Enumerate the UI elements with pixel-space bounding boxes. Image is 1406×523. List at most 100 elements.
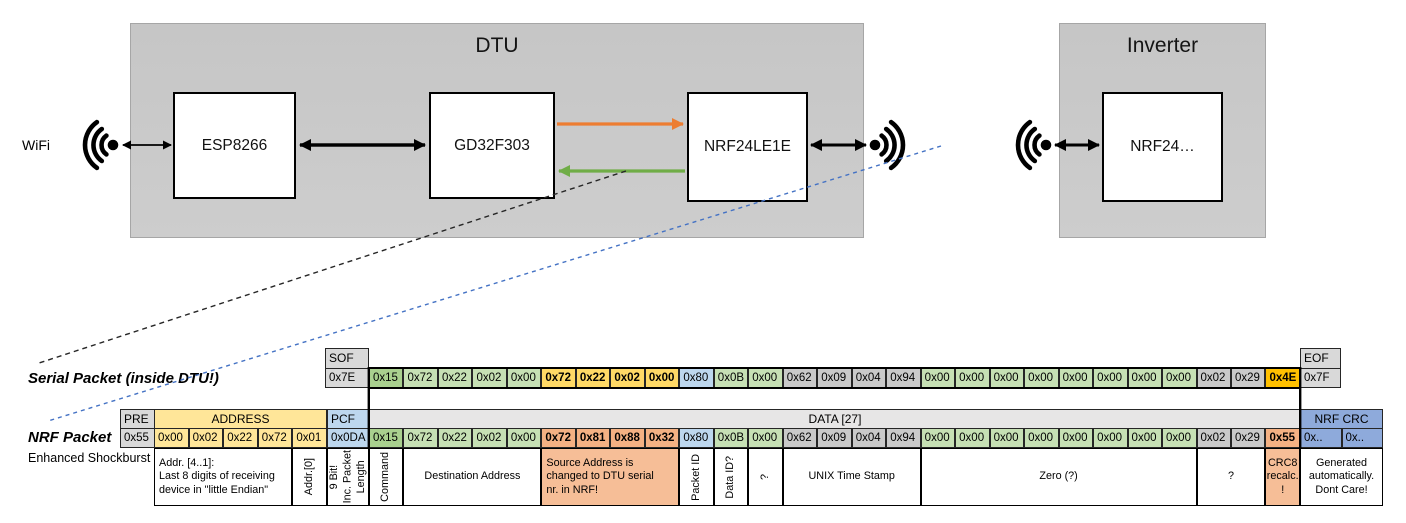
serial-byte-cell: 0x72 bbox=[541, 368, 576, 388]
nrf-data-byte-cell: 0x00 bbox=[989, 428, 1025, 448]
serial-byte-cell: 0x4E bbox=[1265, 368, 1300, 388]
field-annotation: ? bbox=[748, 448, 783, 506]
serial-byte-cell: 0x15 bbox=[369, 368, 404, 388]
serial-byte-cell: 0x00 bbox=[644, 368, 680, 388]
nrf-address-byte-cell: 0x00 bbox=[154, 428, 189, 448]
serial-byte-cell: 0x09 bbox=[817, 368, 852, 388]
nrf-address-byte-cell: 0x72 bbox=[257, 428, 293, 448]
nrf-address-byte-cell: 0x01 bbox=[292, 428, 327, 448]
nrf-address-byte-cell: 0x02 bbox=[188, 428, 224, 448]
nrf-data-byte-cell: 0x94 bbox=[886, 428, 921, 448]
serial-byte-cell: 0x00 bbox=[989, 368, 1025, 388]
nrf-data-byte-cell: 0x72 bbox=[541, 428, 576, 448]
nrf-data-byte-cell: 0x29 bbox=[1231, 428, 1266, 448]
pcf-header: PCF bbox=[327, 409, 369, 429]
nrf-data-byte-cell: 0x00 bbox=[1058, 428, 1094, 448]
nrf-data-byte-cell: 0x00 bbox=[1024, 428, 1059, 448]
nrf-data-byte-cell: 0x00 bbox=[748, 428, 783, 448]
nrf-data-byte-cell: 0x00 bbox=[1127, 428, 1163, 448]
nrf-data-byte-cell: 0x32 bbox=[644, 428, 680, 448]
serial-byte-cell: 0x02 bbox=[1196, 368, 1231, 388]
serial-byte-cell: 0x72 bbox=[403, 368, 438, 388]
nrf-address-byte-cell: 0x22 bbox=[223, 428, 258, 448]
dtu-title: DTU bbox=[475, 34, 519, 57]
serial-byte-cell: 0x62 bbox=[782, 368, 818, 388]
field-annotation: UNIX Time Stamp bbox=[782, 448, 921, 506]
nrf-data-byte-cell: 0x72 bbox=[403, 428, 438, 448]
sof-header: SOF bbox=[325, 348, 369, 369]
serial-byte-cell: 0x02 bbox=[610, 368, 645, 388]
eof-byte: 0x7F bbox=[1300, 368, 1341, 388]
inverter-title: Inverter bbox=[1126, 34, 1199, 57]
field-annotation: Destination Address bbox=[403, 448, 542, 506]
nrf-crc-byte-cell: 0x.. bbox=[1341, 428, 1383, 448]
pcf-byte: 0x0DA bbox=[327, 428, 369, 448]
field-annotation: Addr. [4..1]: Last 8 digits of receiving… bbox=[154, 448, 293, 506]
serial-byte-cell: 0x00 bbox=[1058, 368, 1094, 388]
serial-byte-cell: 0x80 bbox=[679, 368, 714, 388]
serial-byte-cell: 0x02 bbox=[472, 368, 507, 388]
wifi-label: WiFi bbox=[22, 137, 50, 153]
nrf-data-byte-cell: 0x88 bbox=[610, 428, 645, 448]
field-annotation: Data ID? bbox=[713, 448, 749, 506]
wifi-icon bbox=[82, 119, 119, 171]
serial-byte-cell: 0x00 bbox=[1093, 368, 1128, 388]
serial-byte-cell: 0x00 bbox=[748, 368, 783, 388]
field-annotation: ? bbox=[1196, 448, 1266, 506]
esp8266-box: ESP8266 bbox=[173, 92, 296, 199]
serial-byte-cell: 0x00 bbox=[920, 368, 956, 388]
serial-byte-cell: 0x00 bbox=[1162, 368, 1197, 388]
field-annotation: 9 Bit! Inc. Packet Length bbox=[327, 448, 369, 506]
field-annotation: Generated automatically. Dont Care! bbox=[1300, 448, 1383, 506]
address-header: ADDRESS bbox=[154, 409, 327, 429]
serial-byte-cell: 0x00 bbox=[1024, 368, 1059, 388]
data-header: DATA [27] bbox=[369, 409, 1301, 429]
nrf-data-byte-cell: 0x02 bbox=[472, 428, 507, 448]
nrf-data-byte-cell: 0x80 bbox=[679, 428, 714, 448]
field-annotation: CRC8 recalc. ! bbox=[1265, 448, 1300, 506]
nrf-packet-label: NRF Packet bbox=[28, 429, 112, 446]
wifi-icon bbox=[869, 119, 906, 171]
serial-byte-cell: 0x00 bbox=[955, 368, 990, 388]
nrf-data-byte-cell: 0x15 bbox=[369, 428, 404, 448]
nrf-data-byte-cell: 0x00 bbox=[1162, 428, 1197, 448]
inverter-group-box: Inverter bbox=[1059, 23, 1266, 238]
nrf-crc-header: NRF CRC bbox=[1300, 409, 1383, 429]
serial-byte-cell: 0x22 bbox=[437, 368, 473, 388]
nrf24le1e-box: NRF24LE1E bbox=[687, 92, 808, 202]
nrf-data-byte-cell: 0x55 bbox=[1265, 428, 1300, 448]
nrf-data-byte-cell: 0x00 bbox=[920, 428, 956, 448]
pre-byte: 0x55 bbox=[120, 428, 155, 448]
serial-byte-cell: 0x29 bbox=[1231, 368, 1266, 388]
nrf-data-byte-cell: 0x00 bbox=[955, 428, 990, 448]
nrf-data-byte-cell: 0x00 bbox=[506, 428, 542, 448]
serial-byte-cell: 0x0B bbox=[713, 368, 749, 388]
serial-packet-label: Serial Packet (inside DTU!) bbox=[28, 370, 219, 387]
nrf-crc-byte-cell: 0x.. bbox=[1300, 428, 1342, 448]
pre-header: PRE bbox=[120, 409, 155, 429]
nrf-data-byte-cell: 0x62 bbox=[782, 428, 818, 448]
serial-byte-cell: 0x00 bbox=[506, 368, 542, 388]
nrf-data-byte-cell: 0x04 bbox=[851, 428, 887, 448]
gd32f303-box: GD32F303 bbox=[429, 92, 555, 199]
serial-byte-cell: 0x04 bbox=[851, 368, 887, 388]
nrf-data-byte-cell: 0x22 bbox=[437, 428, 473, 448]
nrf-data-byte-cell: 0x81 bbox=[575, 428, 611, 448]
field-annotation: Source Address is changed to DTU serial … bbox=[541, 448, 680, 506]
serial-byte-cell: 0x94 bbox=[886, 368, 921, 388]
serial-byte-cell: 0x22 bbox=[575, 368, 611, 388]
field-annotation: Packet ID bbox=[679, 448, 714, 506]
nrf-data-byte-cell: 0x02 bbox=[1196, 428, 1231, 448]
nrf-data-byte-cell: 0x09 bbox=[817, 428, 852, 448]
eof-header: EOF bbox=[1300, 348, 1341, 369]
inverter-nrf24-box: NRF24… bbox=[1102, 92, 1223, 202]
field-annotation: Addr.[0] bbox=[292, 448, 327, 506]
field-annotation: Zero (?) bbox=[920, 448, 1197, 506]
nrf-packet-sublabel: Enhanced Shockburst bbox=[28, 451, 151, 465]
sof-byte: 0x7E bbox=[325, 368, 369, 388]
nrf-data-byte-cell: 0x0B bbox=[713, 428, 749, 448]
field-annotation: Command bbox=[369, 448, 404, 506]
nrf-data-byte-cell: 0x00 bbox=[1093, 428, 1128, 448]
serial-byte-cell: 0x00 bbox=[1127, 368, 1163, 388]
